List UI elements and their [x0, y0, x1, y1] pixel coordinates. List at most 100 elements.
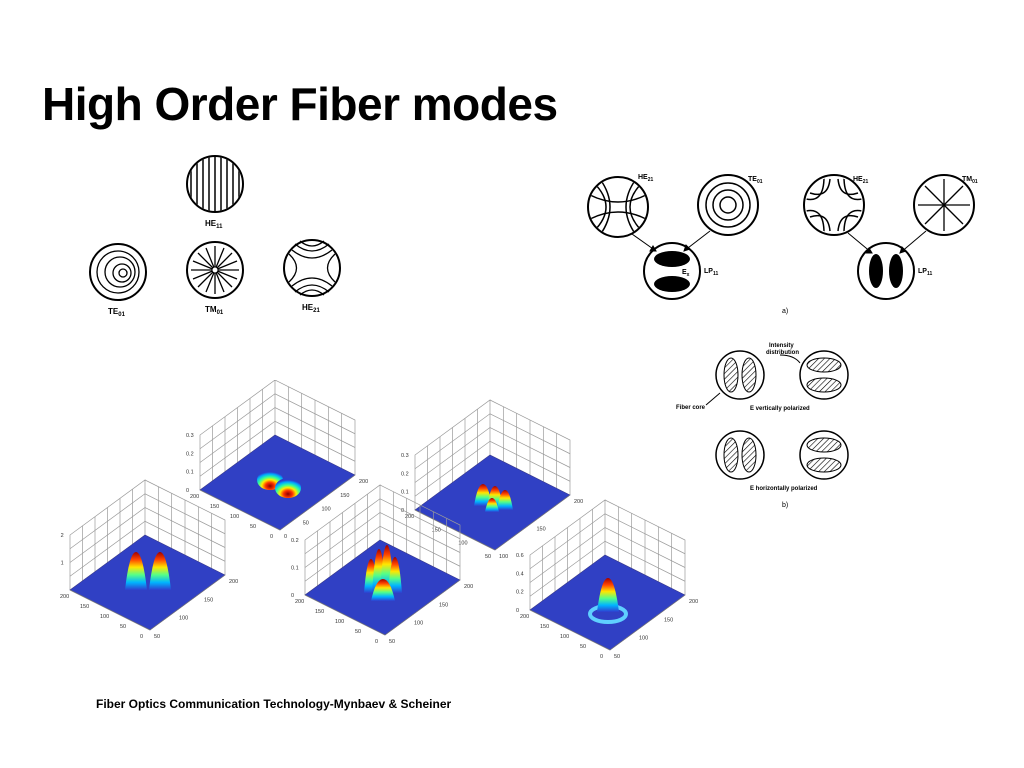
a-he21-cross-pattern: HE21 [803, 174, 869, 236]
intensity-peak [125, 552, 147, 590]
intensity-peak [485, 498, 499, 512]
x-tick-label: 150 [315, 609, 324, 615]
z-tick-label: 0.1 [291, 566, 299, 572]
x-tick-label: 200 [405, 514, 414, 520]
plot-wireframe [414, 399, 571, 510]
y-tick-label: 150 [537, 527, 546, 533]
slide-title: High Order Fiber modes [42, 78, 558, 130]
z-tick-label: 0 [516, 608, 519, 614]
x-tick-label: 150 [432, 527, 441, 533]
fiber-core-label: Fiber core [676, 405, 706, 411]
y-tick-label: 100 [179, 616, 188, 622]
z-tick-label: 0 [291, 593, 294, 599]
left-mode-diagram: HE11 TE01 TM01 HE21 [89, 155, 341, 318]
z-ticks: 0.20.10 [60, 533, 64, 567]
y-tick-label: 150 [340, 493, 349, 499]
he21-pattern: HE21 [283, 239, 341, 314]
x-tick-label: 0 [140, 634, 143, 640]
panel-b-label: b) [782, 502, 788, 509]
x-tick-label: 100 [458, 541, 467, 547]
x-tick-label: 200 [295, 599, 304, 605]
z-tick-label: 0.2 [291, 538, 299, 544]
z-tick-label: 0.6 [516, 553, 524, 559]
z-ticks: 0.6 0.4 0.2 0 [516, 553, 524, 614]
z-tick-label: 0.4 [516, 571, 524, 577]
plot-wireframe [304, 484, 461, 595]
z-tick-label: 0.2 [186, 451, 194, 457]
y-tick-label: 50 [154, 634, 160, 640]
x-tick-label: 100 [100, 614, 109, 620]
x-tick-label: 150 [540, 624, 549, 630]
y-tick-label: 50 [389, 639, 395, 645]
x-tick-label: 50 [250, 524, 256, 530]
plot-wireframe [529, 499, 686, 610]
z-tick-label: 0.1 [60, 561, 64, 567]
x-tick-label: 50 [580, 644, 586, 650]
svg-text:Ex: Ex [682, 269, 690, 278]
x-tick-label: 50 [355, 629, 361, 635]
y-tick-label: 150 [204, 597, 213, 603]
y-tick-label: 100 [414, 621, 423, 627]
y-tick-label: 200 [229, 579, 238, 585]
z-tick-label: 0.3 [186, 433, 194, 439]
z-ticks: 0.30.20.10 [186, 433, 194, 494]
svg-text:LP11: LP11 [918, 268, 932, 277]
x-tick-label: 0 [270, 534, 273, 540]
intensity-label: Intensity [769, 343, 794, 349]
z-tick-label: 0.1 [186, 470, 194, 476]
y-tick-label: 150 [439, 602, 448, 608]
svg-text:LP11: LP11 [704, 268, 718, 277]
horizontal-polarized-label: E horizontally polarized [750, 486, 818, 492]
intensity-peak [149, 552, 171, 590]
intensity-peak [388, 557, 402, 593]
svg-text:TE01: TE01 [108, 307, 126, 318]
x-tick-label: 200 [190, 494, 199, 500]
vertical-polarized-label: E vertically polarized [750, 406, 810, 412]
z-tick-label: 0 [401, 508, 404, 514]
intensity-peak [497, 490, 513, 510]
x-tick-label: 50 [485, 554, 491, 560]
a-tm01-pattern: TM01 [913, 174, 978, 236]
svg-text:TE01: TE01 [748, 176, 763, 185]
lp11-horizontal-pattern: Ex LP11 [643, 242, 718, 300]
x-tick-label: 100 [335, 619, 344, 625]
surface-plots: 0.30.20.102001501005002001501005000.30.2… [60, 380, 698, 660]
z-ticks: 0.2 0.1 0 [291, 538, 299, 599]
y-tick-label: 100 [499, 554, 508, 560]
y-tick-label: 200 [689, 599, 698, 605]
svg-text:HE21: HE21 [302, 303, 320, 314]
intensity-peak [597, 578, 619, 612]
intensity-lobe [275, 478, 301, 498]
tm01-pattern: TM01 [186, 241, 244, 316]
svg-text:TM01: TM01 [962, 176, 978, 185]
lp11-vertical-pattern: LP11 [857, 242, 932, 300]
z-tick-label: 0.2 [60, 533, 64, 539]
z-tick-label: 0.2 [516, 590, 524, 596]
x-tick-label: 200 [520, 614, 529, 620]
plot-wireframe [69, 479, 226, 590]
intensity-peak [371, 579, 395, 601]
a-te01-pattern: TE01 [697, 174, 763, 236]
x-tick-label: 50 [120, 624, 126, 630]
y-tick-label: 150 [664, 617, 673, 623]
x-tick-label: 100 [560, 634, 569, 640]
y-tick-label: 200 [574, 499, 583, 505]
x-tick-label: 0 [600, 654, 603, 660]
z-tick-label: 0.2 [401, 471, 409, 477]
x-tick-label: 150 [80, 604, 89, 610]
svg-text:HE21: HE21 [638, 174, 654, 183]
y-tick-label: 0 [284, 534, 287, 540]
te01-pattern: TE01 [89, 243, 147, 318]
plot-wireframe [199, 380, 356, 490]
a-he21-pattern: HE21 [587, 174, 654, 238]
z-ticks: 0.30.20.10 [401, 453, 409, 514]
x-tick-label: 200 [60, 594, 69, 600]
svg-text:HE11: HE11 [205, 219, 223, 230]
x-tick-label: 0 [375, 639, 378, 645]
y-tick-label: 200 [464, 584, 473, 590]
x-tick-label: 150 [210, 504, 219, 510]
